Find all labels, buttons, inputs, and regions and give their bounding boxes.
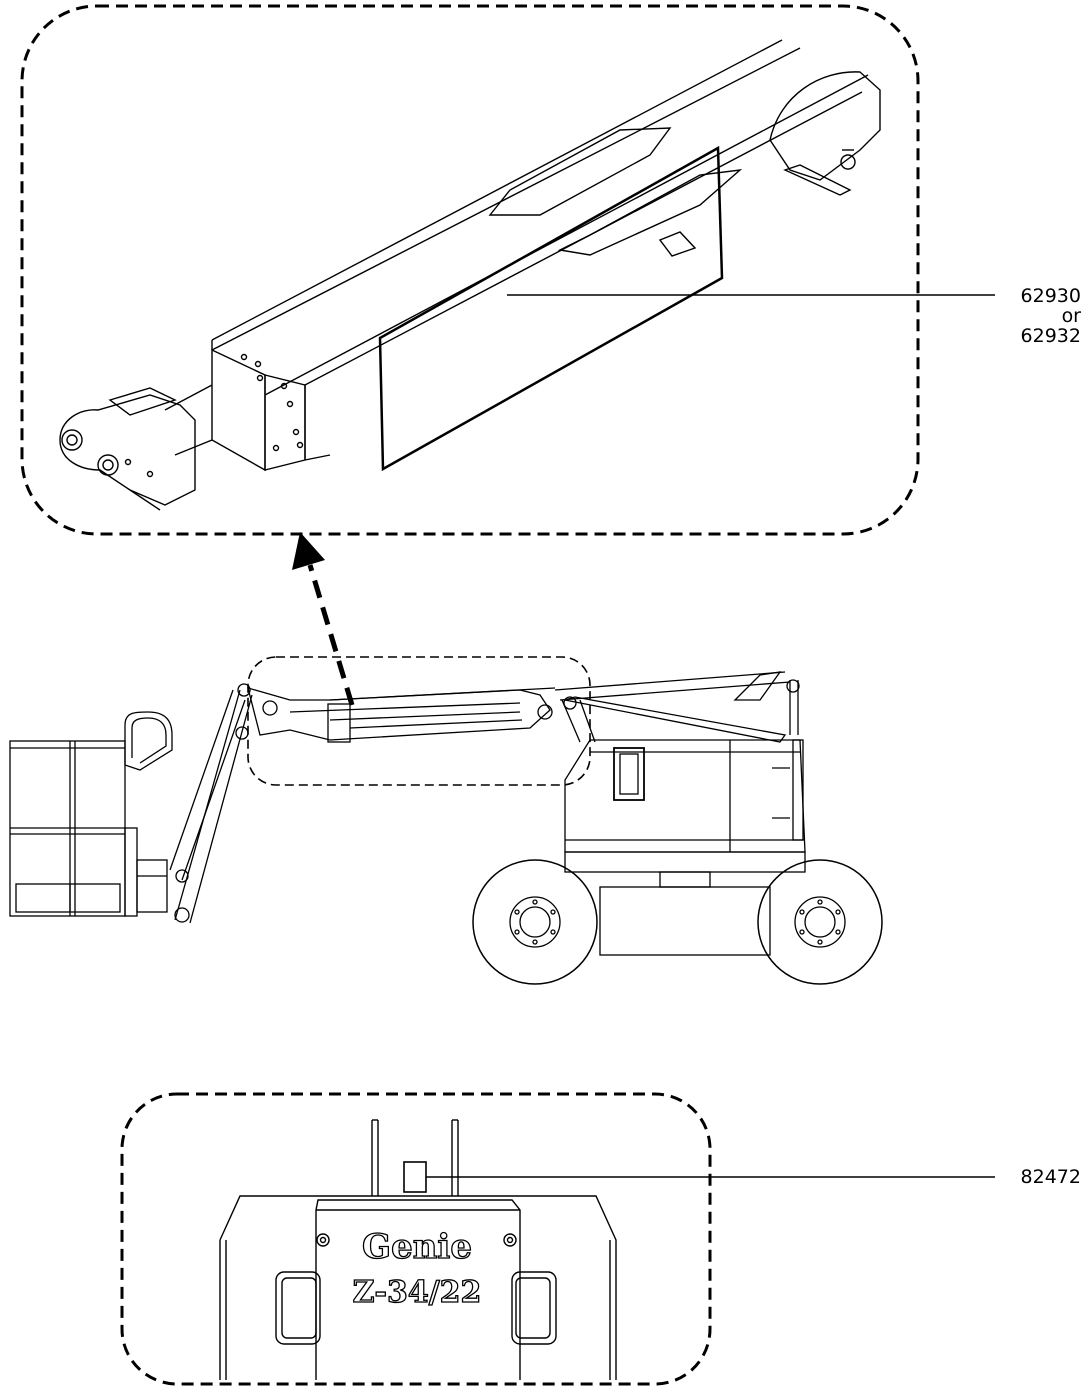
platform-detail-view: Genie Z-34/22 (120, 1092, 712, 1386)
platform-decal-callout: 82472 (1021, 1167, 1081, 1187)
boom-decal-callout: 62930 or 62932 (1021, 286, 1081, 346)
platform-decal-part-number: 82472 (1020, 1166, 1081, 1188)
clevis-pin-hole-upper (61, 429, 83, 451)
detail-arrow (292, 532, 355, 706)
front-wheel (472, 859, 598, 985)
clevis-pin-hole-lower (97, 454, 119, 476)
boom-highlight-frame (247, 656, 591, 786)
logo-model-text: Z-34/22 (353, 1275, 482, 1310)
rear-wheel (757, 859, 883, 985)
genie-logo: Genie Z-34/22 (352, 1226, 482, 1310)
inner-boom-end (59, 384, 213, 511)
machine-side-view (9, 656, 883, 985)
platform-control-box (219, 1119, 617, 1380)
jib-arm (169, 683, 253, 924)
boom-decal-or-text: or (1061, 305, 1081, 327)
boom-decal-part-number-2: 62932 (1020, 325, 1081, 347)
platform-decal-location (403, 1161, 427, 1193)
boom-decal-part-number-1: 62930 (1020, 285, 1081, 307)
boom-decal-location (378, 145, 724, 472)
turntable (564, 739, 806, 956)
detail-frame-bottom (120, 1092, 712, 1386)
detail-frame-top (20, 4, 920, 536)
primary-boom (247, 687, 556, 743)
outer-boom-tube (211, 39, 881, 472)
riser-boom (554, 671, 800, 743)
boom-detail-view (20, 4, 920, 536)
platform-basket (9, 711, 173, 917)
logo-brand-text: Genie (362, 1227, 472, 1267)
